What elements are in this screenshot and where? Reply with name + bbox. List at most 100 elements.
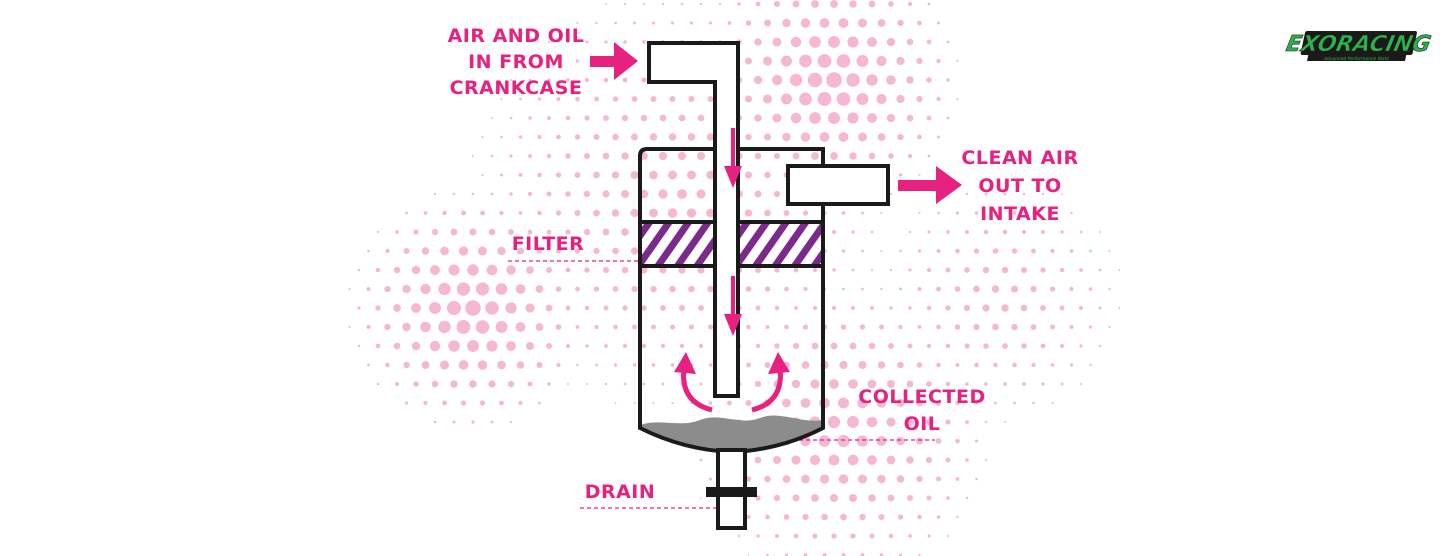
halftone-dot <box>669 285 676 293</box>
halftone-dot <box>896 475 905 483</box>
halftone-dot <box>1002 343 1008 349</box>
halftone-dot <box>745 399 752 407</box>
halftone-dot <box>488 380 496 388</box>
halftone-dot <box>830 342 838 350</box>
halftone-dot <box>754 190 762 198</box>
halftone-dot <box>744 209 753 217</box>
halftone-dot <box>1031 211 1036 215</box>
halftone-dot <box>973 323 980 331</box>
halftone-dot <box>1059 267 1065 273</box>
halftone-dot <box>886 455 896 465</box>
halftone-dot <box>841 249 846 253</box>
halftone-dot <box>917 20 922 26</box>
halftone-dot <box>964 267 970 273</box>
halftone-dot <box>546 267 552 273</box>
halftone-dot <box>849 0 857 8</box>
halftone-dot <box>746 515 751 519</box>
halftone-dot <box>811 0 819 8</box>
halftone-dot <box>868 494 876 502</box>
halftone-dot <box>745 20 752 26</box>
halftone-dot <box>772 113 782 123</box>
halftone-dot <box>945 381 951 387</box>
halftone-dot <box>819 18 830 28</box>
halftone-dot <box>458 246 469 256</box>
halftone-dot <box>469 380 477 388</box>
halftone-dot <box>527 381 533 387</box>
halftone-dot <box>936 286 941 292</box>
halftone-dot <box>773 152 781 160</box>
halftone-dot <box>602 152 610 160</box>
halftone-dot <box>1003 382 1007 386</box>
halftone-dot <box>375 343 381 349</box>
halftone-dot <box>964 343 970 349</box>
halftone-dot <box>851 268 855 272</box>
halftone-dot <box>376 382 380 386</box>
halftone-dot <box>497 360 506 370</box>
halftone-dot <box>774 343 780 349</box>
halftone-dot <box>660 343 666 349</box>
halftone-dot <box>1013 401 1016 405</box>
halftone-dot <box>593 134 600 140</box>
catch-can <box>638 41 890 530</box>
halftone-dot <box>611 209 620 217</box>
halftone-dot <box>792 0 800 8</box>
halftone-dot <box>490 154 494 158</box>
halftone-dot <box>898 173 903 177</box>
halftone-dot <box>555 286 562 292</box>
halftone-dot <box>450 380 458 388</box>
halftone-dot <box>547 382 551 386</box>
halftone-dot <box>917 249 922 253</box>
halftone-dot <box>965 496 969 500</box>
halftone-dot <box>528 116 532 120</box>
halftone-dot <box>773 190 781 198</box>
halftone-dot <box>915 437 924 445</box>
halftone-dot <box>964 229 970 235</box>
halftone-dot <box>555 172 562 178</box>
halftone-dot <box>506 265 516 275</box>
halftone-dot <box>754 38 762 46</box>
outlet-pipe <box>786 164 890 206</box>
halftone-dot <box>800 18 811 28</box>
halftone-dot <box>727 21 732 25</box>
halftone-dot <box>497 246 506 256</box>
halftone-dot <box>1088 287 1093 291</box>
halftone-dot <box>612 96 619 102</box>
halftone-dot <box>499 173 504 177</box>
halftone-dot <box>937 211 940 215</box>
halftone-dot <box>458 360 469 370</box>
halftone-dot <box>452 192 456 196</box>
halftone-dot <box>509 192 513 196</box>
halftone-dot <box>1032 401 1035 405</box>
halftone-dot <box>1069 249 1074 253</box>
halftone-dot <box>746 362 751 368</box>
outlet-label-line2: OUT TO <box>978 175 1061 197</box>
halftone-dot <box>754 380 762 388</box>
halftone-dot <box>649 133 658 141</box>
halftone-dot <box>557 59 560 63</box>
halftone-dot <box>831 305 837 311</box>
halftone-dot <box>604 382 608 386</box>
halftone-dot <box>965 192 969 196</box>
halftone-dot <box>384 323 391 331</box>
halftone-dot <box>745 133 752 141</box>
halftone-dot <box>946 40 950 44</box>
halftone-dot <box>452 420 456 424</box>
collected-oil <box>640 415 824 452</box>
halftone-dot <box>886 37 896 47</box>
halftone-dot <box>936 362 941 368</box>
halftone-dot <box>858 18 867 28</box>
halftone-dot <box>393 266 401 274</box>
halftone-dot <box>876 93 887 105</box>
halftone-dot <box>442 210 447 216</box>
halftone-dot <box>1003 192 1007 196</box>
halftone-dot <box>546 229 552 235</box>
halftone-dot <box>1108 250 1111 252</box>
halftone-dot <box>679 305 685 311</box>
halftone-dot <box>1069 324 1074 330</box>
halftone-dot <box>861 249 864 253</box>
halftone-dot <box>526 266 534 274</box>
halftone-dot <box>633 402 636 404</box>
halftone-dot <box>850 305 856 311</box>
halftone-dot <box>500 97 503 101</box>
